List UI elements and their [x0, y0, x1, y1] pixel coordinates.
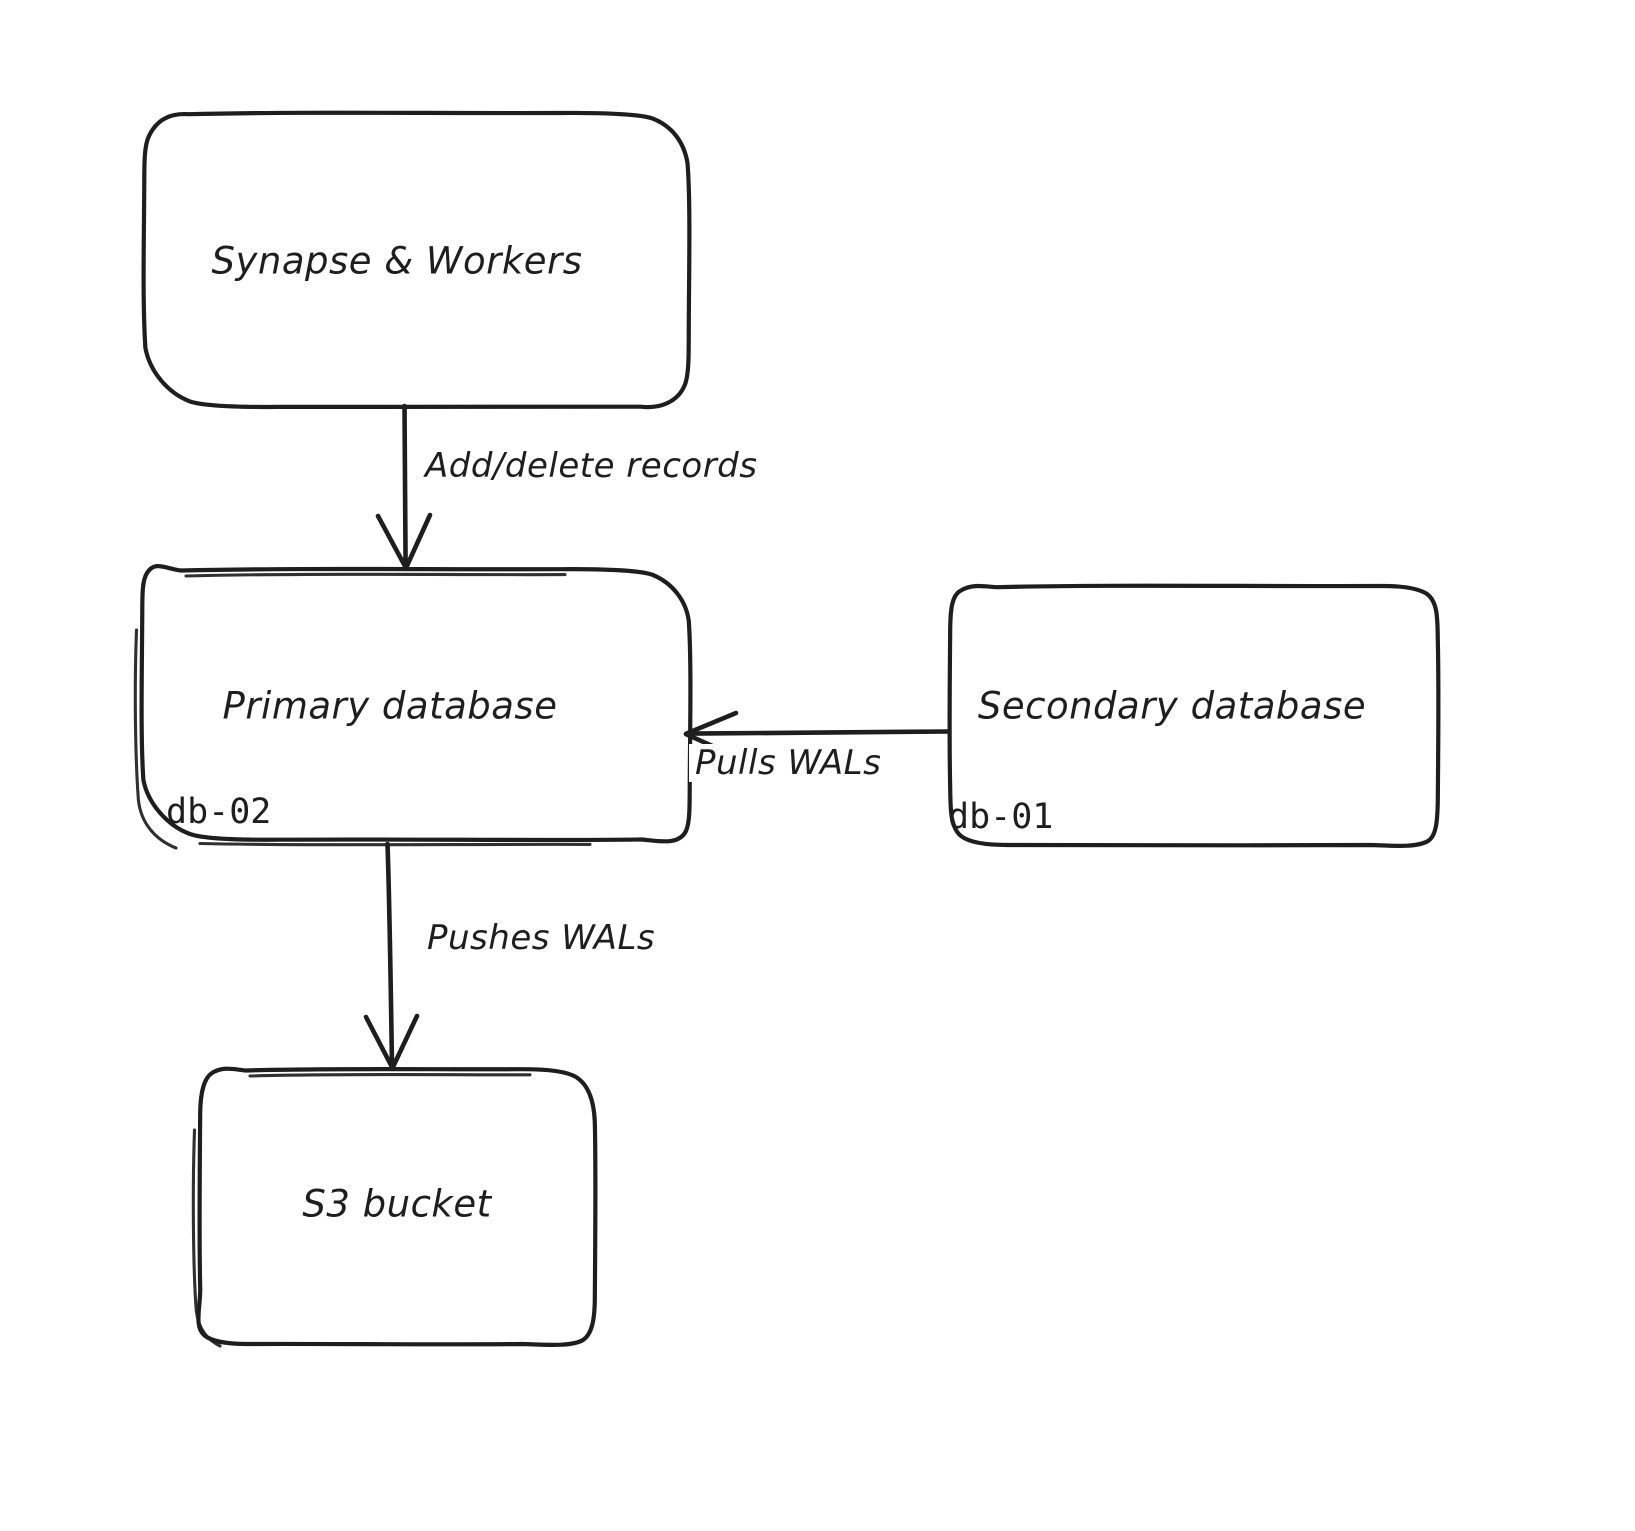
- node-s3-shape[interactable]: [191, 1066, 598, 1348]
- edge-label-add-delete-records: Add/delete records: [419, 447, 764, 485]
- edge-label-pushes-wals: Pushes WALs: [421, 919, 662, 957]
- node-synapse-shape[interactable]: [141, 110, 692, 410]
- edge-primary-to-s3[interactable]: [363, 841, 420, 1071]
- node-synapse-label: Synapse & Workers: [211, 239, 583, 283]
- edge-synapse-to-primary[interactable]: [375, 403, 433, 571]
- node-secondary-label: Secondary database: [977, 684, 1367, 728]
- edge-label-pulls-wals: Pulls WALs: [689, 744, 888, 782]
- node-primary-sublabel: db-02: [166, 792, 272, 832]
- node-secondary-shape[interactable]: [947, 583, 1441, 848]
- node-secondary-sublabel: db-01: [948, 797, 1054, 837]
- node-s3-label: S3 bucket: [302, 1182, 492, 1226]
- node-primary-shape[interactable]: [133, 564, 693, 850]
- node-primary-label: Primary database: [222, 684, 558, 728]
